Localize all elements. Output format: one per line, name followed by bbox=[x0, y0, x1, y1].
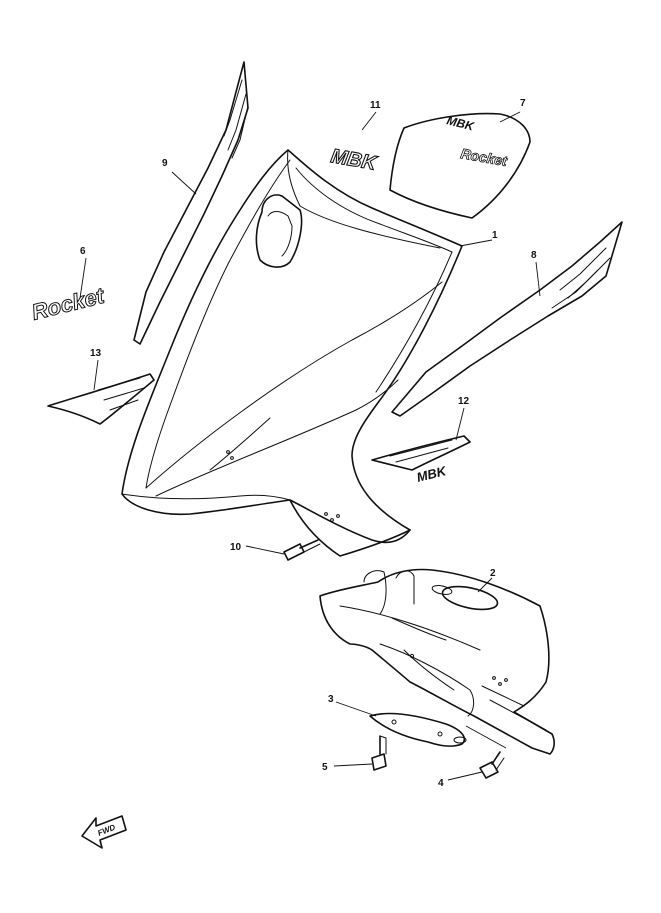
brand-plate-decal: MBK Rocket bbox=[389, 112, 531, 219]
callout-9: 9 bbox=[162, 158, 168, 169]
callout-10: 10 bbox=[230, 542, 242, 553]
mbk-decal-small-text: MBK bbox=[415, 463, 449, 485]
brand-emblem-large-text: MBK bbox=[329, 145, 379, 175]
callout-6: 6 bbox=[80, 246, 86, 257]
brand-plate-text: MBK bbox=[445, 113, 476, 134]
model-emblem-left: Rocket bbox=[29, 282, 109, 325]
callout-1: 1 bbox=[492, 230, 498, 241]
callout-labels: 1 2 3 4 5 6 7 8 9 10 11 12 13 bbox=[80, 98, 537, 789]
brand-emblem-large: MBK bbox=[329, 145, 380, 176]
inner-bracket-assembly bbox=[319, 568, 555, 755]
mounting-plate bbox=[369, 712, 467, 747]
callout-12: 12 bbox=[458, 396, 470, 407]
stripe-decal-right bbox=[391, 221, 623, 417]
model-plate-text: Rocket bbox=[459, 145, 509, 169]
bolt-4 bbox=[479, 751, 505, 779]
callout-11: 11 bbox=[370, 100, 381, 111]
bolt-5 bbox=[371, 735, 387, 771]
front-cover-panel bbox=[121, 149, 463, 557]
callout-3: 3 bbox=[328, 694, 334, 705]
model-emblem-left-text: Rocket bbox=[29, 282, 108, 324]
leader-lines bbox=[79, 111, 541, 781]
stripe-decal-left bbox=[133, 61, 249, 345]
bolt-10 bbox=[283, 539, 321, 561]
small-decal-left bbox=[47, 373, 155, 425]
callout-13: 13 bbox=[90, 348, 102, 359]
small-decal-right: MBK bbox=[371, 435, 471, 485]
callout-8: 8 bbox=[531, 250, 537, 261]
forward-arrow-icon: FWD bbox=[81, 815, 127, 849]
callout-5: 5 bbox=[322, 762, 328, 773]
callout-4: 4 bbox=[438, 778, 444, 789]
callout-7: 7 bbox=[520, 98, 526, 109]
callout-2: 2 bbox=[490, 568, 496, 579]
